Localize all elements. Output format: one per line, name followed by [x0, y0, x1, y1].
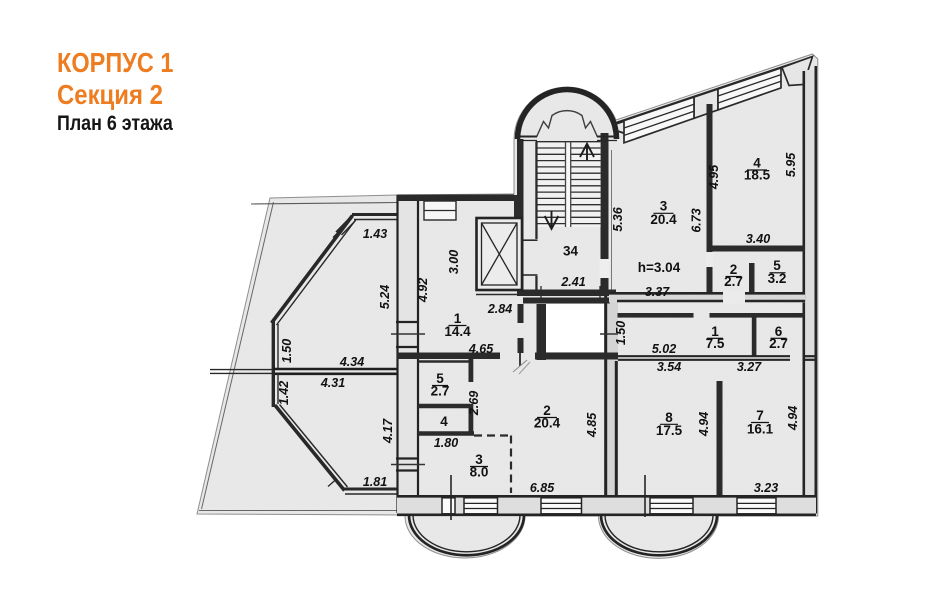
- svg-text:6.73: 6.73: [690, 208, 704, 232]
- svg-text:7.5: 7.5: [706, 336, 725, 351]
- svg-text:3.00: 3.00: [447, 250, 461, 274]
- svg-text:4.17: 4.17: [381, 418, 395, 444]
- svg-text:17.5: 17.5: [656, 423, 683, 438]
- svg-text:4: 4: [440, 414, 448, 429]
- svg-text:4.92: 4.92: [416, 278, 430, 303]
- svg-text:16.1: 16.1: [747, 422, 774, 437]
- svg-text:7: 7: [756, 408, 764, 423]
- svg-text:4.34: 4.34: [339, 355, 364, 369]
- svg-text:18.5: 18.5: [744, 168, 771, 183]
- svg-text:1.81: 1.81: [363, 475, 387, 489]
- svg-text:5.95: 5.95: [784, 152, 798, 177]
- svg-text:14.4: 14.4: [444, 324, 471, 339]
- svg-text:8: 8: [665, 410, 673, 425]
- svg-text:3: 3: [660, 199, 668, 214]
- svg-text:2.69: 2.69: [467, 391, 481, 416]
- svg-text:2: 2: [730, 262, 738, 277]
- svg-text:6.85: 6.85: [530, 481, 555, 495]
- svg-text:2.84: 2.84: [487, 302, 512, 316]
- svg-text:2: 2: [543, 403, 551, 418]
- svg-text:20.4: 20.4: [650, 212, 677, 227]
- svg-text:3.54: 3.54: [657, 360, 681, 374]
- svg-text:2.41: 2.41: [560, 275, 585, 289]
- svg-text:3.2: 3.2: [768, 271, 787, 286]
- svg-text:3.37: 3.37: [645, 285, 670, 299]
- svg-text:3.27: 3.27: [737, 360, 762, 374]
- svg-text:1.43: 1.43: [363, 227, 387, 241]
- svg-text:4.95: 4.95: [707, 164, 721, 190]
- svg-text:8.0: 8.0: [470, 465, 489, 480]
- svg-text:1.50: 1.50: [280, 339, 294, 363]
- svg-text:4.65: 4.65: [468, 342, 494, 356]
- svg-text:3.40: 3.40: [746, 232, 770, 246]
- svg-text:3.23: 3.23: [754, 481, 778, 495]
- svg-text:1: 1: [711, 324, 719, 339]
- svg-text:2.7: 2.7: [769, 336, 788, 351]
- svg-text:3: 3: [475, 452, 483, 467]
- svg-text:5.36: 5.36: [611, 206, 625, 231]
- svg-text:2.7: 2.7: [724, 274, 743, 289]
- svg-text:4.94: 4.94: [697, 412, 711, 437]
- svg-text:5.24: 5.24: [378, 285, 392, 309]
- svg-text:4.31: 4.31: [320, 376, 345, 390]
- svg-text:20.4: 20.4: [534, 416, 561, 431]
- svg-text:1.42: 1.42: [277, 381, 291, 405]
- svg-text:5: 5: [773, 258, 781, 273]
- svg-text:1.80: 1.80: [434, 436, 458, 450]
- svg-text:4.85: 4.85: [585, 412, 599, 438]
- svg-text:5.02: 5.02: [652, 342, 676, 356]
- svg-text:5: 5: [436, 371, 444, 386]
- svg-text:4.94: 4.94: [786, 406, 800, 431]
- svg-text:h=3.04: h=3.04: [638, 260, 681, 275]
- svg-text:34: 34: [563, 244, 579, 259]
- svg-text:1.50: 1.50: [614, 321, 628, 345]
- svg-text:1: 1: [454, 311, 462, 326]
- svg-text:4: 4: [753, 156, 761, 171]
- svg-text:6: 6: [775, 324, 783, 339]
- svg-text:2.7: 2.7: [431, 384, 450, 399]
